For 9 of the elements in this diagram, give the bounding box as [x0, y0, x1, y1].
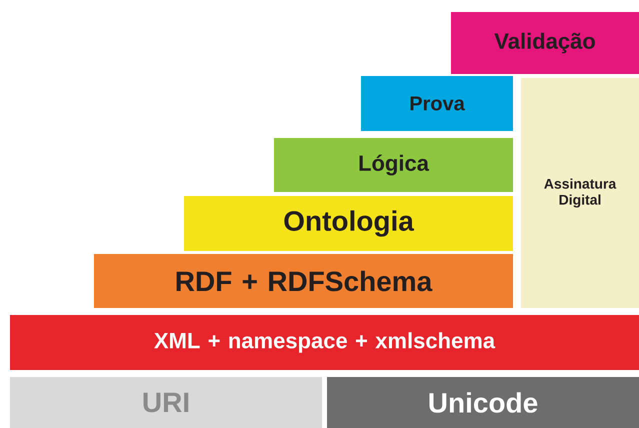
layer-box: XML + namespace + xmlschema: [10, 315, 639, 370]
layer-box: URI: [10, 377, 322, 428]
layer-box: Ontologia: [184, 196, 513, 251]
layer-box: RDF + RDFSchema: [94, 254, 513, 308]
layer-box: Unicode: [327, 377, 639, 428]
layer-box: Validação: [451, 12, 639, 74]
layer-box: Lógica: [274, 138, 513, 192]
layer-box: Assinatura Digital: [521, 78, 639, 308]
layer-box: Prova: [361, 76, 513, 131]
